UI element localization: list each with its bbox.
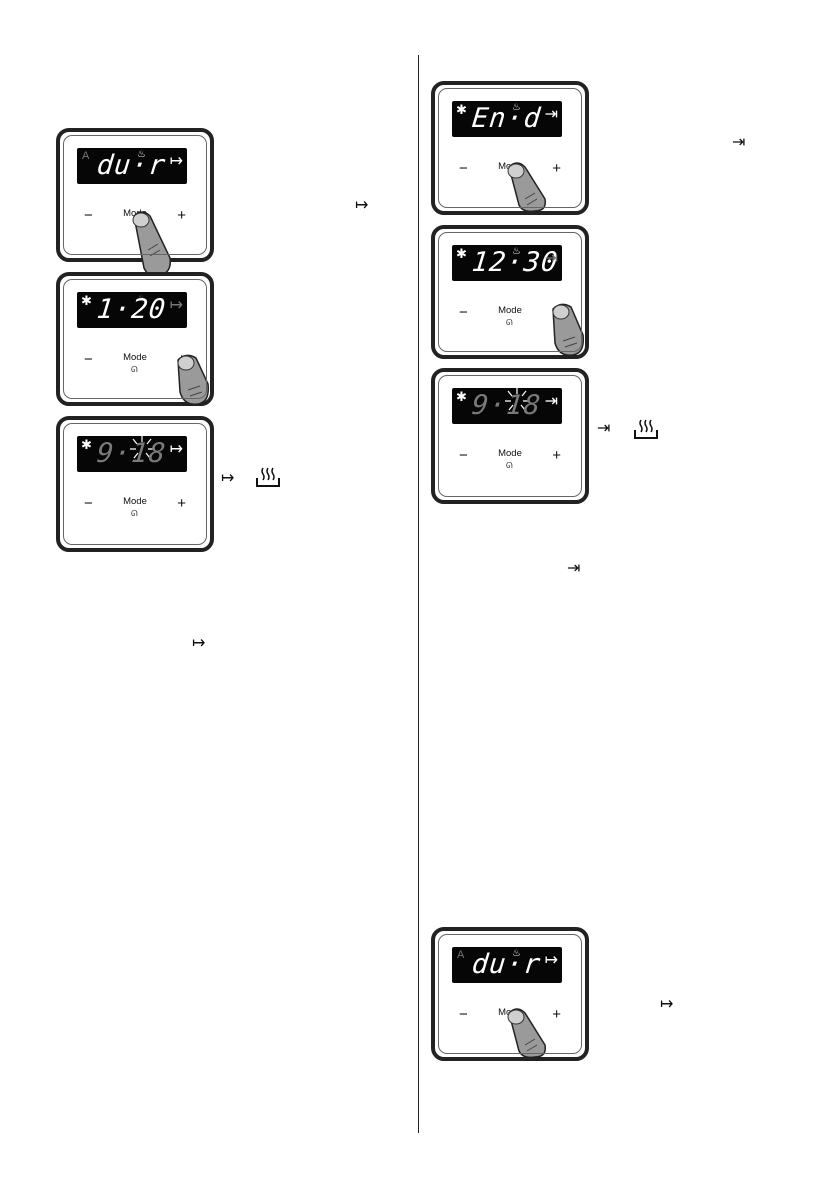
duration-arrow-icon: ↦ bbox=[355, 197, 369, 214]
lcd-digits: 12·30 bbox=[470, 247, 560, 278]
end-arrow-icon: ⇥ bbox=[544, 106, 558, 123]
control-panel-confirm: ✱ 9·18 ↦ − Mode ᘏ + bbox=[56, 416, 214, 552]
flashing-pot-icon bbox=[130, 436, 154, 459]
lcd-digits: du·r bbox=[470, 949, 543, 980]
pressing-finger-icon bbox=[507, 1008, 547, 1059]
lcd-display: ✱ ♨ 12·30 ⇥ bbox=[452, 245, 562, 281]
minus-button[interactable]: − bbox=[84, 351, 93, 368]
control-panel-end-confirm: ✱ 9·18 ⇥ − Mode ᘏ + bbox=[431, 368, 589, 504]
pressing-finger-icon bbox=[132, 211, 172, 278]
duration-arrow-icon: ↦ bbox=[169, 153, 183, 170]
mode-button[interactable]: Mode bbox=[123, 352, 147, 363]
plus-button[interactable]: + bbox=[177, 495, 186, 512]
mode-sub-icon: ᘏ bbox=[131, 365, 138, 374]
minus-button[interactable]: − bbox=[459, 1006, 468, 1023]
minus-button[interactable]: − bbox=[459, 160, 468, 177]
duration-arrow-icon: ↦ bbox=[169, 441, 183, 458]
pot-icon: ♨ bbox=[137, 293, 146, 304]
control-panel-set-duration: ✱ ♨ 1·20 ↦ − Mode ᘏ + bbox=[56, 272, 214, 406]
control-panel-duration: A ♨ du·r ↦ − Mode + bbox=[56, 128, 214, 278]
duration-arrow-icon: ↦ bbox=[169, 297, 183, 314]
mode-button[interactable]: Mode bbox=[123, 496, 147, 507]
minus-button[interactable]: − bbox=[84, 207, 93, 224]
mode-button[interactable]: Mode bbox=[498, 305, 522, 316]
lcd-digits: En·d bbox=[470, 103, 543, 134]
lcd-digits: 9·18 bbox=[470, 390, 543, 421]
auto-indicator: A bbox=[82, 150, 90, 162]
heat-icon bbox=[634, 419, 658, 439]
lcd-display: ✱ ♨ En·d ⇥ bbox=[452, 101, 562, 137]
snowflake-icon: ✱ bbox=[456, 389, 467, 404]
column-divider bbox=[418, 55, 419, 1133]
pot-icon: ♨ bbox=[512, 246, 521, 257]
plus-button[interactable]: + bbox=[552, 1006, 561, 1023]
plus-button[interactable]: + bbox=[177, 207, 186, 224]
control-panel-duration-cancel: A ♨ du·r ↦ − Mode + bbox=[431, 927, 589, 1061]
duration-arrow-icon: ↦ bbox=[660, 996, 674, 1013]
snowflake-icon: ✱ bbox=[456, 246, 467, 261]
lcd-display: A ♨ du·r ↦ bbox=[77, 148, 187, 184]
duration-arrow-icon: ↦ bbox=[544, 952, 558, 969]
lcd-digits: 9·18 bbox=[95, 438, 168, 469]
end-arrow-icon: ⇥ bbox=[732, 134, 746, 151]
lcd-display: ✱ 9·18 ⇥ bbox=[452, 388, 562, 424]
duration-arrow-icon: ↦ bbox=[192, 635, 206, 652]
plus-button[interactable]: + bbox=[552, 447, 561, 464]
pressing-finger-icon bbox=[552, 303, 585, 356]
lcd-display: A ♨ du·r ↦ bbox=[452, 947, 562, 983]
mode-button[interactable]: Mode bbox=[123, 208, 147, 219]
control-panel-end-time: ✱ ♨ En·d ⇥ − Mode + bbox=[431, 81, 589, 215]
snowflake-icon: ✱ bbox=[456, 102, 467, 117]
flashing-pot-icon bbox=[505, 388, 529, 411]
mode-sub-icon: ᘏ bbox=[131, 509, 138, 518]
end-arrow-icon: ⇥ bbox=[544, 393, 558, 410]
snowflake-icon: ✱ bbox=[81, 437, 92, 452]
end-arrow-icon: ⇥ bbox=[597, 420, 611, 437]
lcd-display: ✱ ♨ 1·20 ↦ bbox=[77, 292, 187, 328]
heat-icon bbox=[256, 467, 280, 487]
control-panel-set-end-time: ✱ ♨ 12·30 ⇥ − Mode ᘏ bbox=[431, 225, 589, 359]
pot-icon: ♨ bbox=[512, 102, 521, 113]
minus-button[interactable]: − bbox=[459, 304, 468, 321]
lcd-digits: du·r bbox=[95, 150, 168, 181]
lcd-display: ✱ 9·18 ↦ bbox=[77, 436, 187, 472]
duration-arrow-icon: ↦ bbox=[221, 470, 235, 487]
auto-indicator: A bbox=[457, 949, 465, 961]
minus-button[interactable]: − bbox=[459, 447, 468, 464]
mode-sub-icon: ᘏ bbox=[506, 318, 513, 327]
mode-sub-icon: ᘏ bbox=[506, 461, 513, 470]
lcd-digits: 1·20 bbox=[95, 294, 168, 325]
pressing-finger-icon bbox=[507, 162, 547, 213]
end-arrow-icon: ⇥ bbox=[544, 250, 558, 267]
snowflake-icon: ✱ bbox=[81, 293, 92, 308]
pressing-finger-icon bbox=[177, 354, 210, 405]
plus-button[interactable]: + bbox=[552, 160, 561, 177]
mode-button[interactable]: Mode bbox=[498, 448, 522, 459]
end-arrow-icon: ⇥ bbox=[567, 560, 581, 577]
pot-icon: ♨ bbox=[512, 948, 521, 959]
minus-button[interactable]: − bbox=[84, 495, 93, 512]
pot-icon: ♨ bbox=[137, 149, 146, 160]
